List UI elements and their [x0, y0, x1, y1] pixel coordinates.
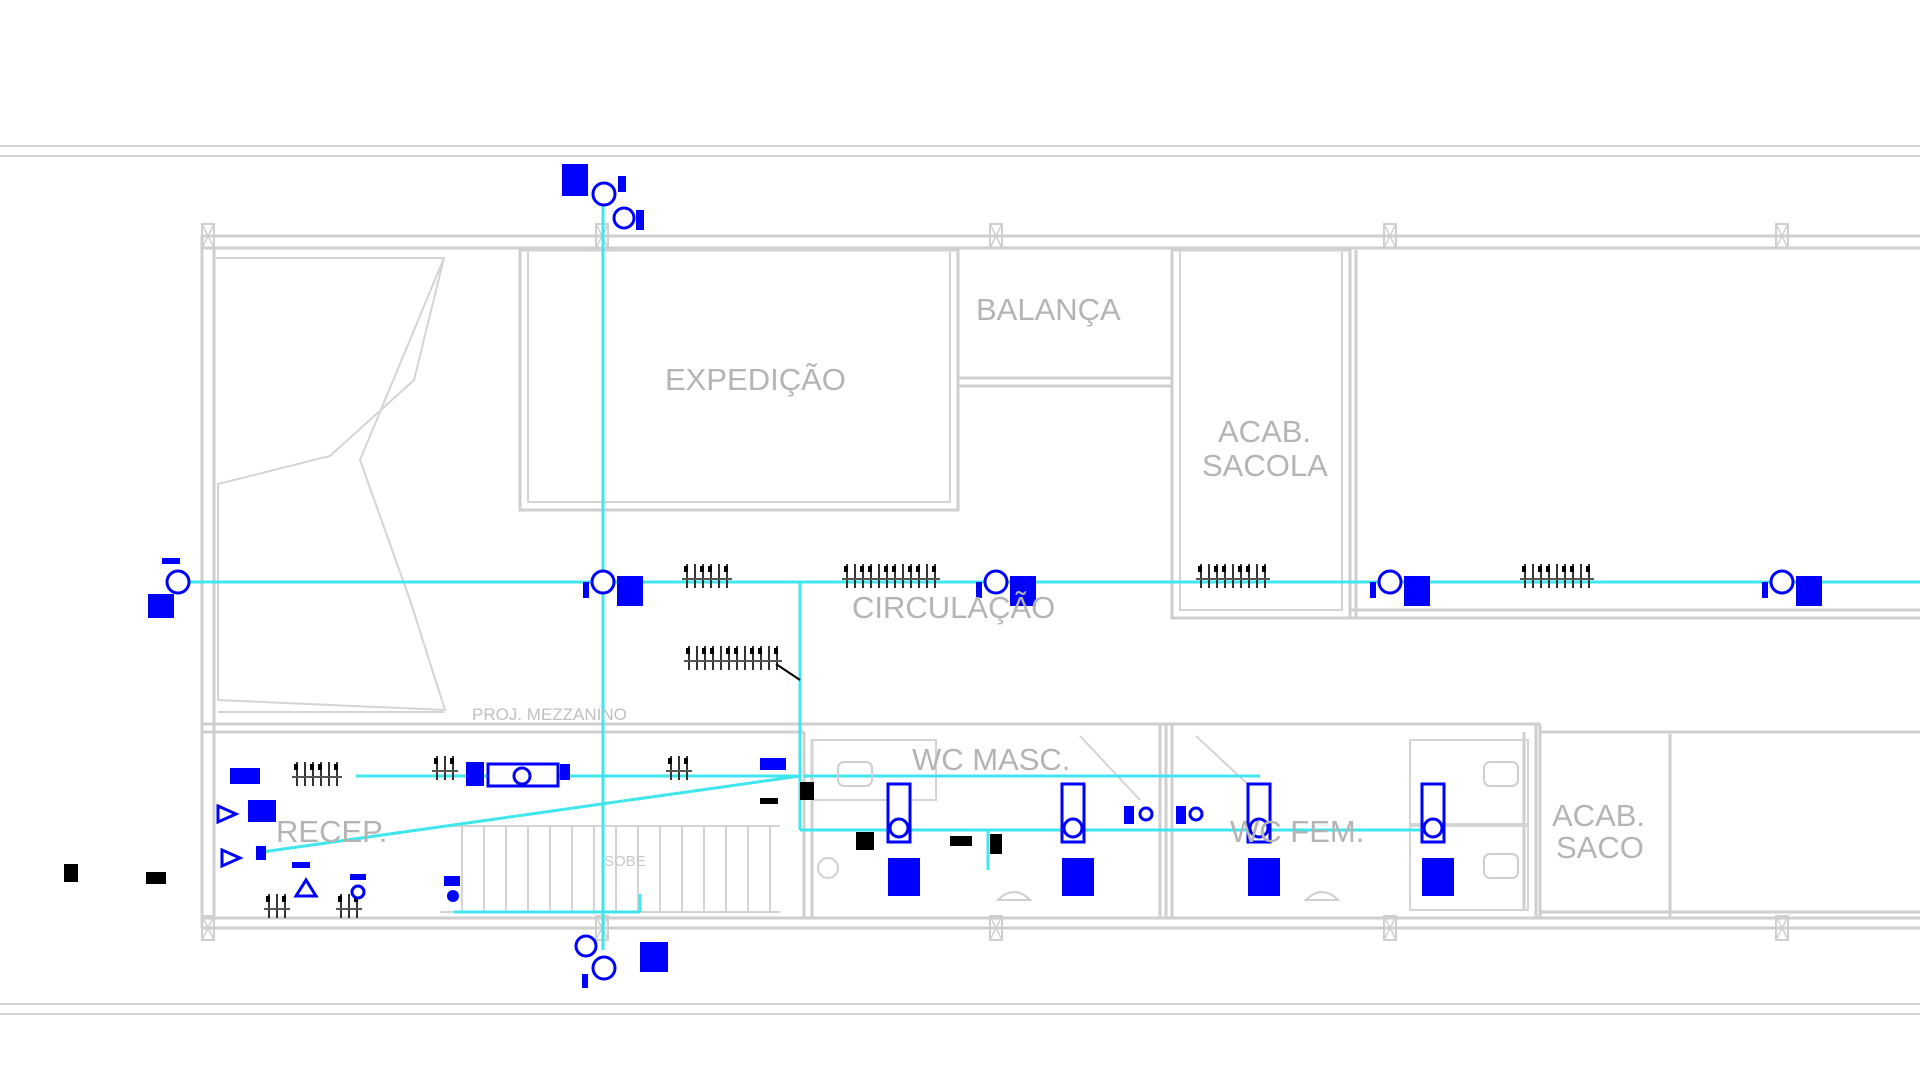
switch-group-icon	[866, 564, 892, 588]
switch-group-icon	[914, 564, 940, 588]
switch-group-icon	[732, 646, 758, 670]
room-label-wc-masc: WC MASC.	[912, 742, 1070, 777]
site-boundary	[0, 145, 1920, 1015]
building-walls	[200, 234, 1920, 930]
pendant-luminaire-icon	[581, 569, 645, 608]
switch-group-icon	[1220, 564, 1246, 588]
switch-group-icon	[316, 762, 342, 786]
room-label-wc-fem: WC FEM.	[1230, 814, 1364, 849]
pendant-luminaire-icon	[1760, 569, 1824, 608]
room-label-recep: RECEP.	[276, 814, 387, 849]
distribution-board-icon	[466, 762, 570, 788]
switch-group-icon	[708, 646, 734, 670]
switch-group-icon	[684, 646, 710, 670]
pendant-luminaire-icon	[574, 934, 668, 988]
room-label-balanca: BALANÇA	[976, 292, 1121, 327]
room-label-expedicao: EXPEDIÇÃO	[665, 362, 846, 397]
room-label-acab-saco-2: SACO	[1556, 830, 1644, 865]
switch-group-icon	[264, 894, 290, 918]
switch-group-icon	[890, 564, 916, 588]
room-label-acab-saco-1: ACAB.	[1552, 798, 1645, 833]
room-label-proj-mezzanino: PROJ. MEZZANINO	[472, 705, 627, 724]
ceiling-outlet-icon	[148, 558, 191, 618]
switch-group-icon	[682, 564, 708, 588]
switch-group-icon	[1196, 564, 1222, 588]
switch-group-icon	[292, 762, 318, 786]
electrical-devices	[64, 164, 1824, 988]
room-label-acab-sacola-1: ACAB.	[1218, 414, 1311, 449]
panel-block-icon	[64, 758, 1002, 884]
room-label-circulacao: CIRCULAÇÃO	[852, 590, 1055, 625]
room-label-acab-sacola-2: SACOLA	[1202, 448, 1328, 483]
pendant-luminaire-icon	[1368, 569, 1432, 608]
room-label-sobe: SOBE	[604, 853, 646, 870]
switch-group-icon	[1568, 564, 1594, 588]
switch-group-icon	[1544, 564, 1570, 588]
sink-icon	[817, 761, 1519, 901]
pendant-luminaire-icon	[562, 164, 644, 230]
switch-group-icon	[842, 564, 868, 588]
room-labels: EXPEDIÇÃO BALANÇA ACAB. SACOLA CIRCULAÇÃ…	[276, 292, 1645, 870]
switch-group-icon	[1520, 564, 1546, 588]
switch-group-icon	[706, 564, 732, 588]
toilet-icon	[886, 782, 1454, 896]
ceiling-outlet-icon	[216, 768, 460, 902]
switch-group-icon	[1244, 564, 1270, 588]
